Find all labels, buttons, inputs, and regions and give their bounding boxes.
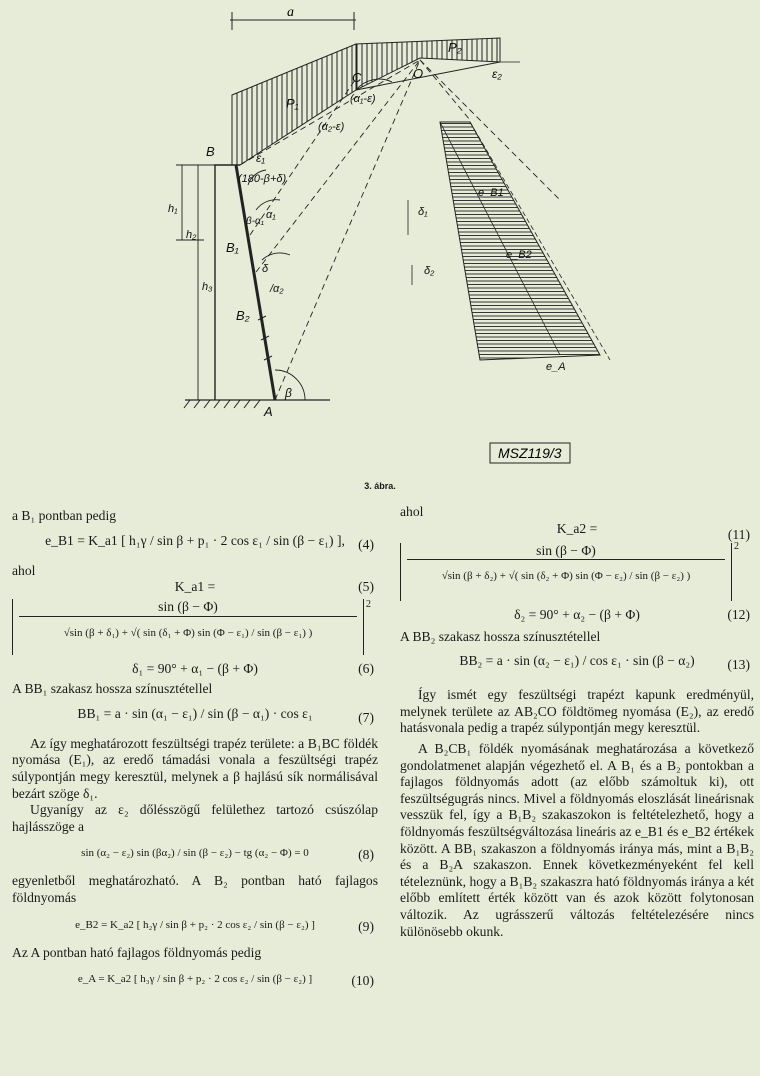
eq6-number: (6) (358, 661, 374, 677)
label-eb2: e_B2 (506, 249, 532, 261)
right-ahol: ahol (400, 504, 424, 519)
label-beta: β (284, 386, 292, 400)
eq12-number: (12) (727, 606, 750, 622)
label-p2: P₂ (448, 40, 462, 55)
equation-13: BB₂ = a · sin (α₂ − ε₁) / cos ε₁ · sin (… (400, 645, 754, 683)
eq13-body: BB₂ = a · sin (α₂ − ε₁) / cos ε₁ · sin (… (459, 653, 695, 669)
eq5-numerator: sin (β − Φ) (19, 599, 357, 617)
eq11-denominator: √sin (β + δ₂) + √( sin (δ₂ + Φ) sin (Φ −… (441, 570, 691, 583)
eq4-number: (4) (358, 536, 374, 552)
eq13-number: (13) (727, 657, 750, 673)
label-delta2: δ₂ (424, 265, 435, 277)
label-o: O (413, 66, 423, 81)
eq4-body: e_B1 = K_a1 [ h₁γ / sin β + p₁ · 2 cos ε… (45, 532, 345, 548)
left-column: a B₁ pontban pedig e_B1 = K_a1 [ h₁γ / s… (12, 500, 378, 999)
label-a-point: A (263, 404, 273, 419)
figure-id: MSZ119/3 (498, 445, 562, 461)
dimension-a (230, 12, 356, 30)
right-bb2-text: A BB₂ szakasz hossza színusztétellel (400, 628, 601, 644)
eq9-number: (9) (358, 918, 374, 934)
label-delta: δ (262, 263, 269, 275)
eq7-body: BB₁ = a · sin (α₁ − ε₁) / sin (β − α₁) ·… (77, 705, 313, 721)
right-column: ahol K_a2 = (11) sin (β − Φ) √sin (β + δ… (400, 500, 754, 940)
dimension-h (176, 164, 215, 401)
eq11-top: K_a2 = (556, 520, 598, 536)
equation-11: K_a2 = (11) sin (β − Φ) √sin (β + δ₂) + … (400, 521, 754, 607)
label-ang3: (180-β+δ) (238, 173, 286, 185)
left-p1: a B₁ pontban pedig (12, 508, 117, 523)
right-p2: A B₂CB₁ földék nyomásának meghatározása … (400, 740, 754, 939)
label-delta1: δ₁ (418, 206, 428, 218)
label-b2: B₂ (236, 308, 250, 323)
equation-8: sin (α₂ − ε₂) sin (βα₂) / sin (β − ε₂) −… (12, 835, 378, 873)
left-p3: Ugyanígy az ε₂ dőlésszögű felülethez tar… (12, 802, 378, 834)
eq10-body: e_A = K_a2 [ h₃γ / sin β + p₂ · 2 cos ε₂… (77, 973, 313, 986)
eq11-number: (11) (727, 526, 750, 542)
left-p5: Az A pontban ható fajlagos földnyomás pe… (12, 944, 262, 960)
ahol-1: ahol (12, 562, 36, 578)
eq5-number: (5) (358, 579, 374, 595)
eq10-number: (10) (351, 973, 374, 989)
figure-id-box (489, 442, 571, 464)
eq9-body: e_B2 = K_a2 [ h₂γ / sin β + p₂ · 2 cos ε… (75, 918, 315, 931)
equation-5: K_a1 = (5) sin (β − Φ) √sin (β + δ₁) + √… (12, 579, 378, 661)
eq8-number: (8) (358, 847, 374, 863)
label-h1: h₁ (168, 203, 178, 215)
label-ang2: (α₂-ε) (318, 121, 345, 133)
left-p4: egyenletből meghatározható. A B₂ pontban… (12, 873, 378, 905)
eq11-numerator: sin (β − Φ) (407, 543, 725, 561)
label-ea: e_A (546, 361, 566, 373)
eq11-square: 2 (734, 540, 739, 552)
eq5-denominator: √sin (β + δ₁) + √( sin (δ₁ + Φ) sin (Φ −… (63, 626, 313, 639)
equation-7: BB₁ = a · sin (α₁ − ε₁) / sin (β − α₁) ·… (12, 698, 378, 736)
eq8-body: sin (α₂ − ε₂) sin (βα₂) / sin (β − ε₂) −… (81, 847, 309, 860)
left-p2: Az így meghatározott feszültségi trapéz … (12, 735, 378, 801)
figure-3: a (168, 5, 611, 464)
label-eps1: ε₁ (256, 151, 265, 165)
equation-6: δ₁ = 90° + α₁ − (β + Φ) (6) (12, 661, 378, 681)
label-beta-alpha: β-α₁ (245, 216, 264, 227)
angle-arcs (247, 78, 393, 401)
equation-10: e_A = K_a2 [ h₃γ / sin β + p₂ · 2 cos ε₂… (12, 961, 378, 999)
label-c: C (352, 70, 362, 85)
label-h2: h₂ (186, 229, 197, 241)
label-h3: h₃ (202, 281, 213, 293)
eq6-body: δ₁ = 90° + α₁ − (β + Φ) (132, 661, 258, 677)
label-alpha1: α₁ (266, 209, 276, 221)
label-eps2: ε₂ (492, 67, 502, 81)
label-b1: B₁ (226, 240, 239, 255)
equation-9: e_B2 = K_a2 [ h₂γ / sin β + p₂ · 2 cos ε… (12, 907, 378, 945)
equation-4: e_B1 = K_a1 [ h₁γ / sin β + p₁ · 2 cos ε… (12, 525, 378, 563)
label-a: a (287, 5, 294, 20)
ground-hatch (183, 315, 273, 409)
label-ang1: (α₁-ε) (350, 93, 376, 105)
label-alpha2: /α₂ (269, 283, 284, 295)
construction-lines (239, 59, 561, 401)
eq12-body: δ₂ = 90° + α₂ − (β + Φ) (514, 606, 640, 622)
equation-12: δ₂ = 90° + α₂ − (β + Φ) (12) (400, 607, 754, 629)
eq5-square: 2 (366, 599, 371, 611)
eq7-number: (7) (358, 709, 374, 725)
label-b: B (206, 144, 215, 159)
pressure-trapezoid (439, 121, 601, 361)
label-p1: P₁ (286, 96, 299, 111)
figure-caption: 3. ábra. (364, 481, 396, 491)
label-eb1: e_B1 (478, 187, 504, 199)
load-p2 (355, 37, 501, 91)
left-bb1-text: A BB₁ szakasz hossza színusztétellel (12, 681, 213, 697)
eq5-top: K_a1 = (174, 579, 216, 595)
right-p1: Így ismét egy feszültségi trapézt kapunk… (400, 687, 754, 736)
